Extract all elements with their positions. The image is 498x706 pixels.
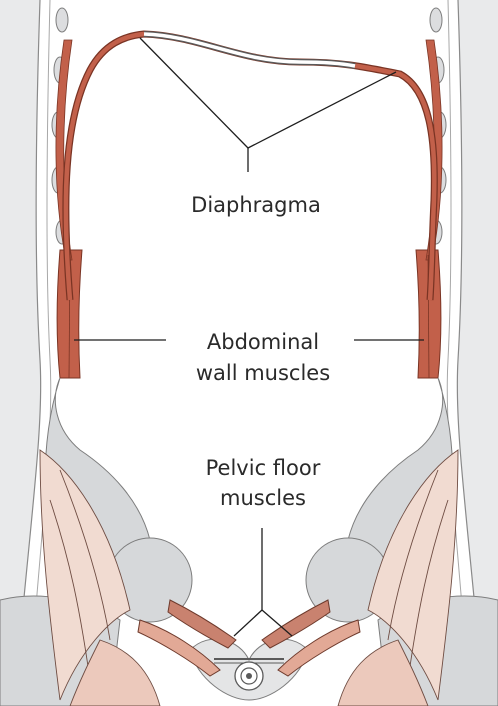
diaphragm	[66, 34, 434, 300]
abdominal-wall-label-line1: Abdominal	[207, 330, 319, 354]
diaphragm-label: Diaphragma	[191, 193, 321, 217]
abdominal-wall-label-line2: wall muscles	[196, 361, 330, 385]
pelvic-floor-label-line2: muscles	[220, 486, 306, 510]
pelvic-floor-label-line1: Pelvic floor	[206, 456, 321, 480]
